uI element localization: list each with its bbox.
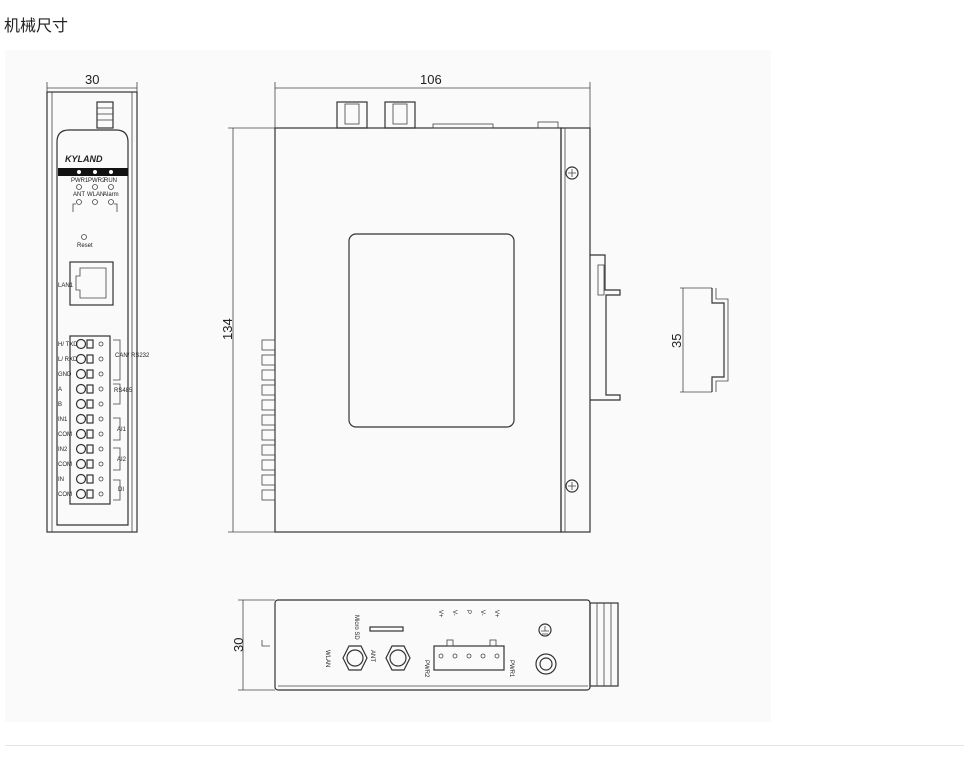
dim-height: 134 <box>220 318 235 340</box>
reset-label: Reset <box>77 243 93 249</box>
ground-icon <box>538 623 552 637</box>
terminal-row: GND <box>58 368 104 380</box>
drawing-background <box>5 50 771 722</box>
terminal-label: COM <box>58 492 72 498</box>
power-pin-label: V+ <box>437 610 443 618</box>
terminal-row: IN <box>58 473 104 485</box>
power-pin-label: P <box>465 610 471 614</box>
terminal-label: IN <box>58 477 64 483</box>
led-label: WLAN <box>87 192 104 198</box>
group-label: AI1 <box>117 427 127 433</box>
pwr1-label: PWR1 <box>508 660 514 678</box>
group-label: AI2 <box>117 457 127 463</box>
bottom-view: 30 WLAN ANT Micro SD V+ V- P V- V+ PWR2 PWR1 <box>231 599 619 691</box>
terminal-row: H/ TXD <box>58 338 104 350</box>
terminal-row: COM <box>58 428 104 440</box>
section-title: 机械尺寸 <box>4 18 69 35</box>
terminal-block <box>69 335 111 505</box>
led-label: PWR1 <box>71 178 89 184</box>
power-pin-label: V- <box>451 610 457 616</box>
terminal-label: COM <box>58 462 72 468</box>
terminal-label: GND <box>58 372 72 378</box>
pwr2-label: PWR2 <box>423 660 429 678</box>
terminal-label: COM <box>58 432 72 438</box>
led-label: Alarm <box>103 192 119 198</box>
side-window <box>348 233 515 428</box>
terminal-row: IN2 <box>58 443 104 455</box>
terminal-label: H/ TXD <box>58 342 78 348</box>
power-pin-label: V- <box>479 610 485 616</box>
terminal-label: B <box>58 402 62 408</box>
group-label: CAN/ RS232 <box>115 353 150 359</box>
side-view: 106 134 <box>220 72 621 533</box>
divider <box>5 745 964 746</box>
antenna-connector <box>96 101 114 129</box>
terminal-label: L/ RXD <box>58 357 78 363</box>
led-label: RUN <box>104 178 117 184</box>
led-label: PWR2 <box>88 178 106 184</box>
terminal-row: COM <box>58 488 104 500</box>
din-rail-profile: 35 <box>669 287 729 393</box>
brand-logo: KYLAND <box>65 154 103 164</box>
terminal-row: L/ RXD <box>58 353 104 365</box>
power-pin-label: V+ <box>493 610 499 618</box>
group-label: RS485 <box>114 388 133 394</box>
lan-port <box>69 261 114 306</box>
ant-label: ANT <box>369 650 375 662</box>
lan-label: LAN1 <box>58 283 74 289</box>
micro-sd-label: Micro SD <box>353 615 359 640</box>
terminal-row: IN1 <box>58 413 104 425</box>
dim-front-width: 30 <box>85 72 99 87</box>
dim-side-width: 106 <box>420 72 442 87</box>
terminal-label: IN1 <box>58 417 68 423</box>
group-label: DI <box>118 487 124 493</box>
terminal-row: COM <box>58 458 104 470</box>
terminal-row: A <box>58 383 104 395</box>
led-label: ANT <box>73 192 85 198</box>
front-view: 30 KYLAND PWR1 PWR2 RUN ANT WLAN Alarm R… <box>46 72 150 533</box>
wlan-label: WLAN <box>324 650 330 667</box>
dim-din-rail: 35 <box>669 334 684 348</box>
terminal-row: B <box>58 398 104 410</box>
terminal-label: A <box>58 387 62 393</box>
terminal-label: IN2 <box>58 447 68 453</box>
dim-bottom-depth: 30 <box>231 638 246 652</box>
